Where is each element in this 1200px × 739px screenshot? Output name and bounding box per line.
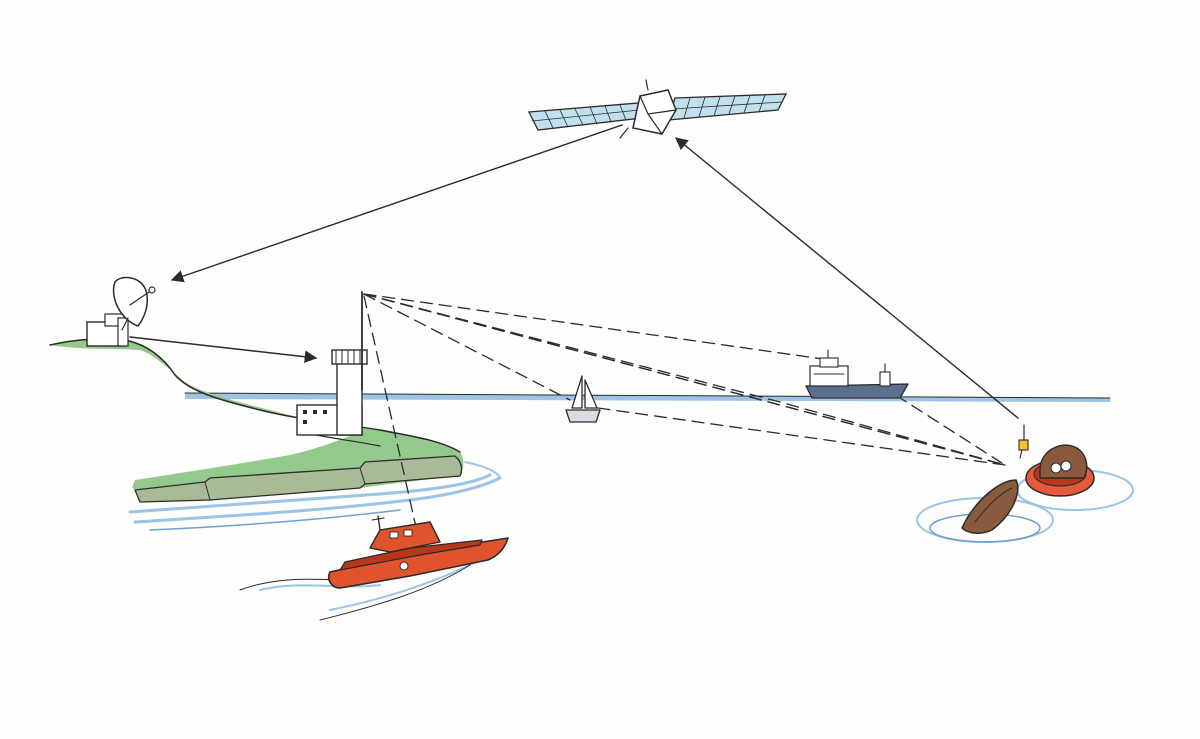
radio-relay-lines bbox=[363, 293, 1006, 546]
coastal-water bbox=[128, 461, 502, 531]
beacon-to-satellite-arrow bbox=[675, 137, 1019, 419]
tower-to-distress-line-3 bbox=[363, 293, 1006, 466]
cargo-ship-to-distress-line bbox=[879, 384, 1006, 466]
satellite-links bbox=[129, 124, 1019, 419]
satellite-icon bbox=[527, 79, 788, 139]
ground-station-to-tower-arrow bbox=[129, 336, 318, 363]
lifeboat-icon bbox=[239, 515, 509, 621]
coastguard-tower-icon bbox=[296, 291, 368, 436]
breakwater bbox=[134, 455, 463, 503]
satellite-to-ground-station-arrow bbox=[170, 124, 623, 283]
sailboat-icon bbox=[565, 375, 601, 423]
tower-to-sailboat-line bbox=[363, 293, 571, 401]
ground-station-dish-icon bbox=[86, 276, 156, 347]
capsized-boat-icon bbox=[961, 479, 1019, 534]
tower-to-lifeboat-line bbox=[363, 295, 421, 546]
life-raft-icon bbox=[1025, 444, 1095, 497]
distress-beacon-icon bbox=[1018, 424, 1029, 459]
sailboat-to-distress-line bbox=[597, 407, 1006, 466]
cargo-ship-icon bbox=[805, 349, 909, 399]
tower-to-cargo-ship-line bbox=[363, 293, 831, 361]
tower-to-distress-line-2 bbox=[363, 293, 1006, 466]
